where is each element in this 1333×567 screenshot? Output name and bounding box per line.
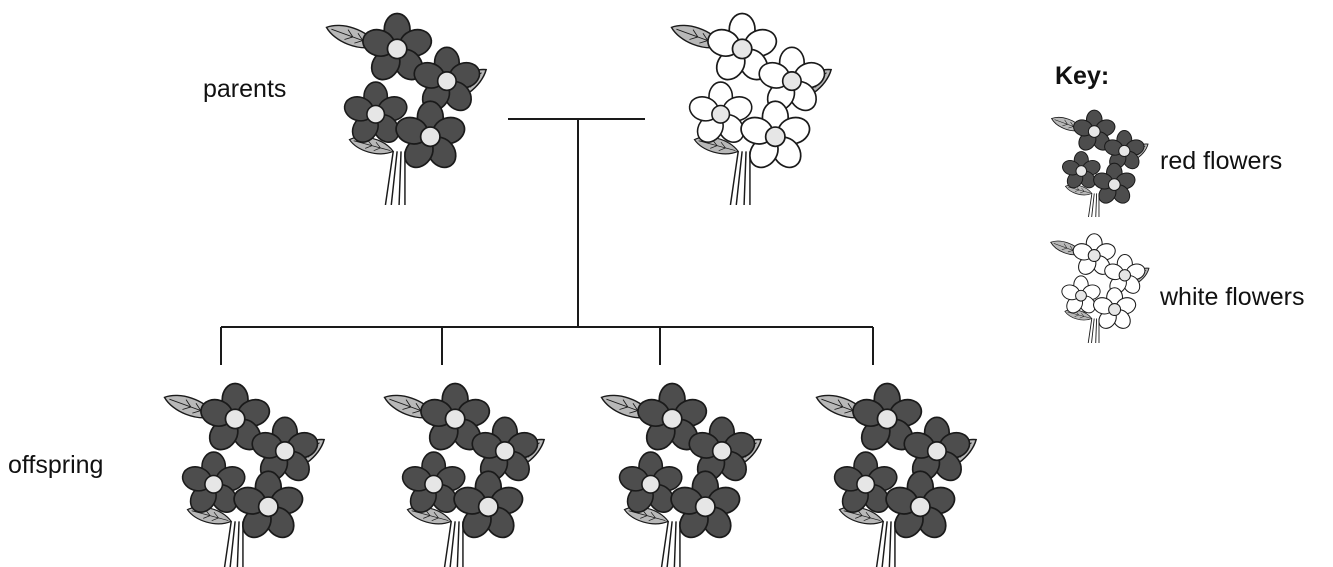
key-red-flowers-label: red flowers <box>1160 147 1283 175</box>
parent-white-flowers <box>660 5 835 205</box>
key-white-flowers-label: white flowers <box>1160 283 1305 311</box>
offspring-label: offspring <box>8 451 104 479</box>
offspring-red-flowers-4 <box>805 375 980 567</box>
offspring-red-flowers-3 <box>590 375 765 567</box>
offspring-red-flowers-1 <box>153 375 328 567</box>
key-red-flowers-icon <box>1045 105 1150 217</box>
parents-label: parents <box>203 75 287 103</box>
offspring-red-flowers-2 <box>373 375 548 567</box>
parent-red-flowers <box>315 5 490 205</box>
key-title: Key: <box>1055 62 1110 90</box>
key-white-flowers-icon <box>1045 228 1150 343</box>
